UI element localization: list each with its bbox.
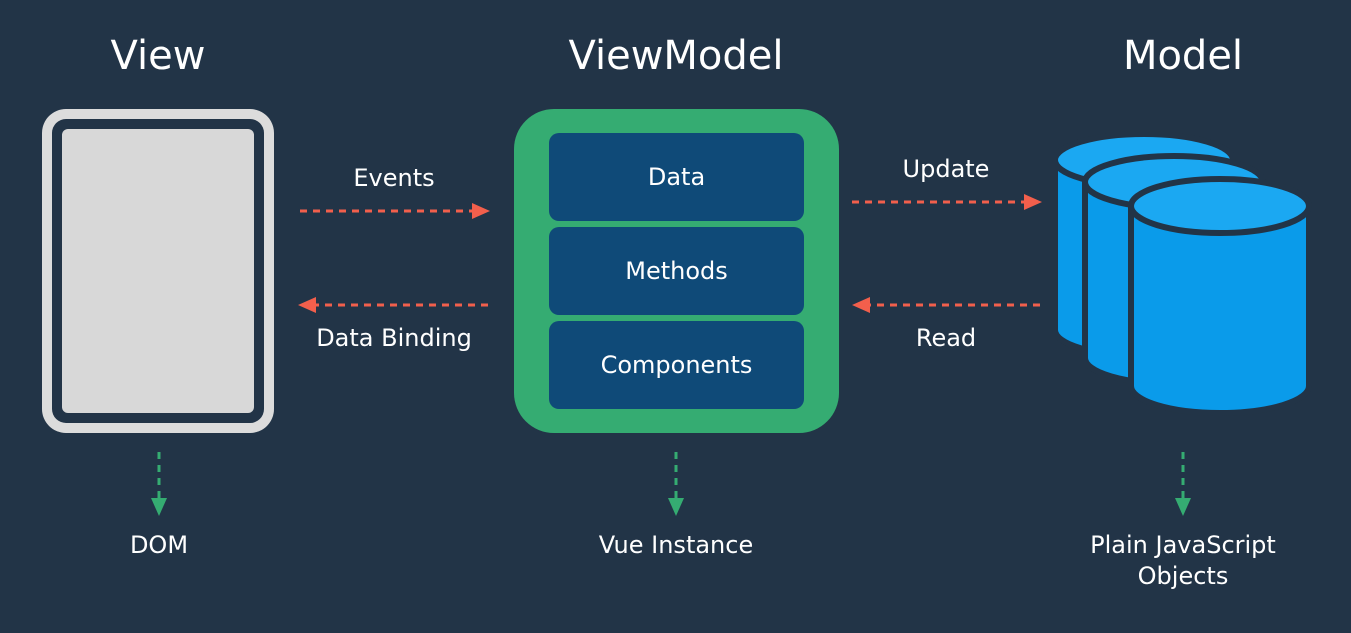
view-device-screen: [62, 129, 254, 413]
model-bottom-label-line2: Objects: [1137, 562, 1229, 590]
view-down-arrow: [151, 452, 167, 516]
update-label: Update: [902, 155, 990, 183]
model-down-arrow: [1175, 452, 1191, 516]
model-cylinder-3: [1128, 176, 1312, 416]
view-device-bezel: [52, 119, 264, 423]
viewmodel-item-components: Components: [549, 321, 804, 409]
model-bottom-label-line1: Plain JavaScript: [1090, 531, 1276, 559]
read-arrow: [852, 297, 1040, 313]
read-label: Read: [915, 324, 977, 352]
viewmodel-container: Data Methods Components: [514, 109, 839, 433]
events-label: Events: [353, 164, 435, 192]
update-arrow: [852, 194, 1042, 210]
data-binding-label: Data Binding: [316, 324, 472, 352]
viewmodel-item-methods: Methods: [549, 227, 804, 315]
database-icon: [1052, 131, 1312, 416]
events-arrow: [300, 203, 490, 219]
viewmodel-title: ViewModel: [568, 33, 784, 79]
viewmodel-bottom-label: Vue Instance: [598, 531, 754, 559]
view-title: View: [110, 33, 206, 79]
view-bottom-label: DOM: [129, 531, 189, 559]
view-device: [42, 109, 274, 433]
model-title: Model: [1122, 33, 1244, 79]
viewmodel-item-data: Data: [549, 133, 804, 221]
data-binding-arrow: [298, 297, 488, 313]
viewmodel-down-arrow: [668, 452, 684, 516]
